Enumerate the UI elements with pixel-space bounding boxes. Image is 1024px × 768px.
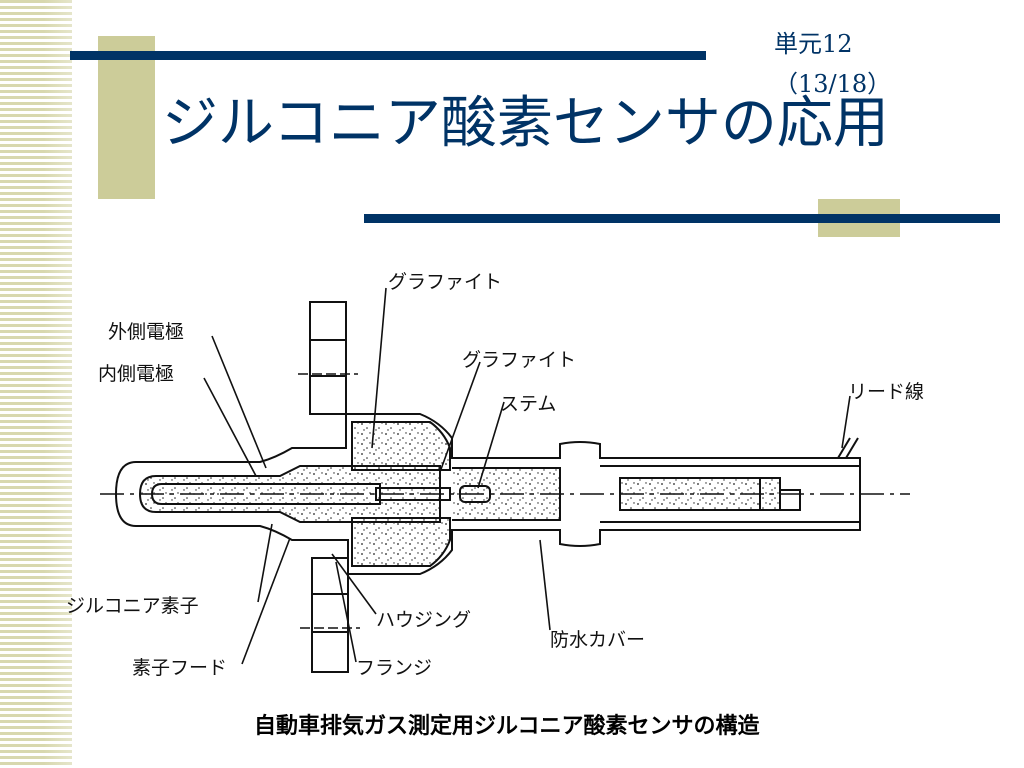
- label-flange: フランジ: [356, 657, 432, 679]
- stem-rod: [375, 487, 451, 501]
- inner-bore: [150, 483, 381, 505]
- unit-page: （13/18）: [774, 70, 892, 98]
- graphite-bottom-packing: [351, 517, 451, 567]
- diagram-labels: グラファイト 外側電極 内側電極 グラファイト ステム リード線 ジルコニア素子…: [66, 271, 924, 679]
- stem-packing: [452, 467, 561, 521]
- terminal-block: [759, 477, 801, 511]
- label-zirconia-element: ジルコニア素子: [66, 595, 199, 617]
- decorative-block-left: [98, 36, 155, 199]
- label-stem: ステム: [500, 393, 556, 415]
- title-rule-bottom: [364, 214, 1000, 223]
- label-graphite-mid: グラファイト: [462, 349, 576, 371]
- label-outer-electrode: 外側電極: [108, 321, 184, 343]
- graphite-top-packing: [351, 421, 451, 471]
- label-housing: ハウジング: [376, 609, 471, 631]
- label-element-hood: 素子フード: [132, 657, 227, 679]
- zirconia-element-body: [138, 465, 441, 523]
- unit-number: 単元12: [774, 30, 853, 58]
- figure-caption: 自動車排気ガス測定用ジルコニア酸素センサの構造: [254, 714, 760, 739]
- decorative-stripe-band: [0, 0, 72, 768]
- label-inner-electrode: 内側電極: [98, 363, 174, 385]
- label-graphite-top: グラファイト: [388, 271, 502, 293]
- stem-tip: [459, 485, 491, 503]
- page-title: ジルコニア酸素センサの応用: [162, 91, 889, 156]
- unit-indicator: 単元12 （13/18）: [774, 24, 904, 104]
- lead-wire-stub: [837, 437, 851, 459]
- title-rule-top: [70, 51, 706, 60]
- label-lead-wire: リード線: [848, 381, 924, 403]
- leader-lines: [203, 287, 851, 665]
- label-waterproof-cover: 防水カバー: [550, 629, 645, 651]
- waterproof-cover-shape: [600, 465, 861, 523]
- cover-grain: [619, 477, 781, 511]
- stripe-fade: [0, 0, 72, 768]
- oxygen-sensor-diagram: グラファイト 外側電極 内側電極 グラファイト ステム リード線 ジルコニア素子…: [66, 271, 924, 679]
- sensor-outer-housing: [114, 413, 861, 575]
- lead-wire-stub-2: [845, 437, 859, 459]
